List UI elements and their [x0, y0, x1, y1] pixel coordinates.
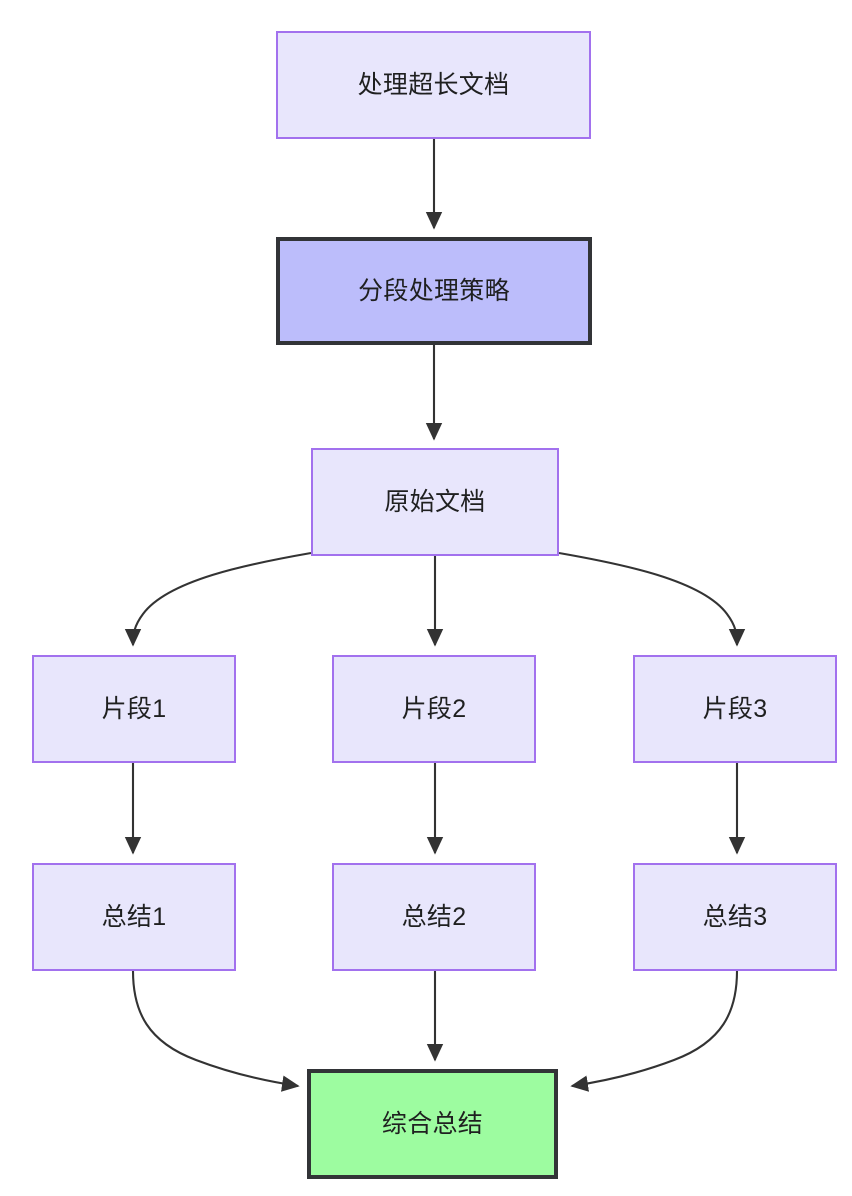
node-label: 片段2	[401, 695, 467, 723]
node-label: 综合总结	[381, 1110, 484, 1138]
node-label: 片段1	[101, 695, 167, 723]
node-comprehensive-summary[interactable]: 综合总结	[307, 1069, 558, 1179]
node-original-document[interactable]: 原始文档	[311, 448, 559, 556]
edge-n7-n10	[131, 970, 300, 1092]
node-summary-2[interactable]: 总结2	[332, 863, 536, 971]
node-label: 原始文档	[384, 488, 486, 516]
node-chunking-strategy[interactable]: 分段处理策略	[276, 237, 592, 345]
node-fragment-2[interactable]: 片段2	[332, 655, 536, 763]
edge-n3-n4	[124, 551, 312, 647]
node-label: 处理超长文档	[357, 71, 510, 99]
node-label: 总结3	[702, 903, 768, 931]
node-summary-3[interactable]: 总结3	[633, 863, 837, 971]
node-fragment-3[interactable]: 片段3	[633, 655, 837, 763]
node-label: 分段处理策略	[358, 277, 510, 305]
edge-n9-n10	[570, 970, 739, 1092]
node-label: 总结2	[401, 903, 467, 931]
node-label: 总结1	[101, 903, 167, 931]
edge-n3-n6	[558, 551, 746, 647]
node-label: 片段3	[702, 695, 768, 723]
node-summary-1[interactable]: 总结1	[32, 863, 236, 971]
node-process-long-document[interactable]: 处理超长文档	[276, 31, 591, 139]
node-fragment-1[interactable]: 片段1	[32, 655, 236, 763]
